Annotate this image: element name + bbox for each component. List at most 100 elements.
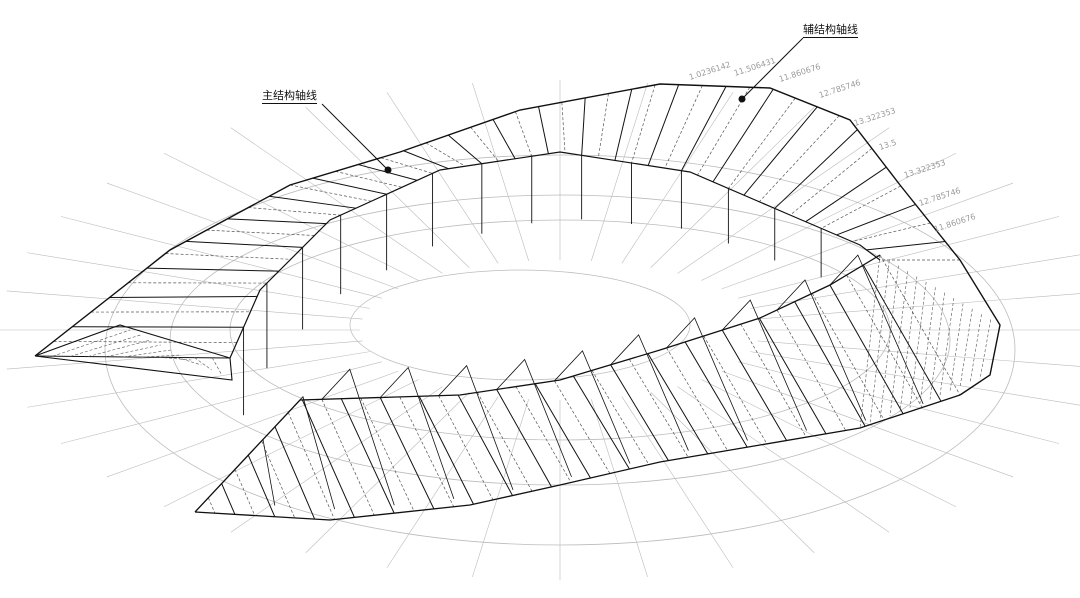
- aux-axis-member: [400, 397, 454, 507]
- aux-axis-member: [515, 112, 531, 157]
- main-axis-member: [648, 354, 708, 454]
- main-axis-leader-line: [322, 104, 388, 170]
- main-axis-member: [744, 107, 817, 195]
- end-member: [890, 271, 908, 416]
- end-member: [970, 314, 982, 383]
- main-axis-member: [35, 356, 230, 358]
- main-axis-member: [341, 399, 394, 513]
- aux-axis-member: [554, 381, 609, 474]
- ground-radial-line: [651, 392, 814, 552]
- aux-axis-member: [562, 102, 565, 153]
- main-axis-member: [380, 397, 434, 508]
- ground-radial-line: [622, 92, 733, 263]
- cantilever-member: [212, 358, 222, 375]
- end-member: [860, 255, 880, 428]
- main-axis-member: [681, 86, 726, 170]
- main-axis-member: [539, 107, 549, 154]
- dimension-label: 13.5: [878, 138, 898, 152]
- aux-axis-member: [166, 254, 291, 260]
- aux-axis-marker-dot: [739, 96, 746, 103]
- roof-outline: [35, 84, 1000, 520]
- ground-radial-line: [678, 387, 890, 533]
- ground-radial-line: [651, 107, 814, 267]
- aux-axis-member: [439, 396, 493, 500]
- main-axis-member: [795, 302, 866, 427]
- aux-axis-member: [821, 186, 901, 228]
- main-axis-member: [493, 119, 515, 158]
- end-member: [930, 293, 945, 400]
- auxiliary-structure-axis-label: 辅结构轴线: [803, 23, 858, 38]
- roof-frame-members: [35, 85, 1000, 520]
- aux-axis-member: [290, 185, 371, 201]
- aux-axis-member: [471, 127, 499, 161]
- roof-outer-edge: [35, 84, 1000, 395]
- end-member: [960, 309, 972, 387]
- aux-axis-member: [208, 498, 215, 513]
- dimension-label: 1.0236142: [688, 60, 732, 82]
- roof-inner-back-edge: [230, 152, 880, 358]
- dimension-label: 12.785746: [818, 78, 862, 100]
- main-axis-member: [419, 396, 473, 504]
- main-structure-axis-label: 主结构轴线: [262, 89, 317, 104]
- dimension-label: 11.860676: [778, 62, 822, 84]
- main-axis-member: [269, 196, 356, 208]
- main-axis-marker-dot: [385, 167, 392, 174]
- dimension-label: 13.322353: [903, 158, 947, 180]
- aux-axis-member: [852, 223, 930, 242]
- ground-radial-line: [61, 362, 382, 444]
- aux-axis-member: [235, 469, 255, 515]
- main-axis-member: [147, 268, 279, 271]
- main-axis-member: [222, 484, 235, 515]
- main-axis-member: [186, 241, 303, 247]
- ground-radial-line: [591, 83, 647, 261]
- main-axis-member: [110, 296, 258, 297]
- aux-axis-member: [629, 359, 688, 457]
- front-fin: [777, 280, 866, 420]
- front-fin: [322, 369, 394, 505]
- main-axis-member: [302, 400, 354, 517]
- cantilever-member: [53, 330, 130, 356]
- ground-radial-line: [758, 341, 1080, 369]
- main-axis-member: [713, 89, 773, 182]
- ground-radial-line: [61, 217, 382, 299]
- aux-axis-member: [477, 392, 532, 491]
- end-member: [910, 282, 926, 408]
- end-member: [920, 287, 935, 403]
- aux-axis-member: [665, 86, 703, 169]
- main-axis-member: [615, 89, 632, 160]
- end-member: [980, 320, 991, 379]
- aux-axis-member: [262, 441, 295, 518]
- aux-axis-member: [598, 94, 608, 158]
- main-axis-member: [248, 455, 274, 517]
- roof-front-base-edge: [195, 395, 960, 520]
- dimension-label: 11.506431: [733, 56, 777, 78]
- ground-radial-line: [7, 291, 363, 319]
- ground-radial-line: [27, 253, 369, 309]
- main-axis-member: [611, 365, 669, 461]
- ground-radial-line: [758, 291, 1080, 319]
- end-member: [950, 303, 963, 391]
- main-axis-member: [582, 98, 586, 155]
- ground-radial-line: [738, 217, 1059, 299]
- main-axis-member: [228, 219, 327, 224]
- dimension-label: 12.785746: [918, 186, 962, 208]
- ground-radial-line: [164, 153, 419, 280]
- aux-axis-member: [248, 208, 340, 216]
- ground-radial-line: [701, 379, 956, 506]
- aux-axis-member: [847, 275, 922, 407]
- main-axis-member: [837, 204, 916, 235]
- ground-radial-line: [306, 107, 469, 267]
- field-ellipse: [350, 270, 690, 380]
- main-axis-member: [535, 384, 590, 478]
- dimension-label: 13.322353: [853, 106, 897, 128]
- main-axis-member: [759, 318, 826, 434]
- ground-radial-line: [472, 399, 528, 577]
- dimension-label: 11.860676: [933, 212, 977, 234]
- cantilever-member: [177, 357, 202, 365]
- aux-axis-member: [54, 341, 237, 342]
- cantilever-member: [106, 345, 161, 357]
- ground-radial-line: [750, 253, 1080, 309]
- ground-radial-line: [591, 399, 647, 577]
